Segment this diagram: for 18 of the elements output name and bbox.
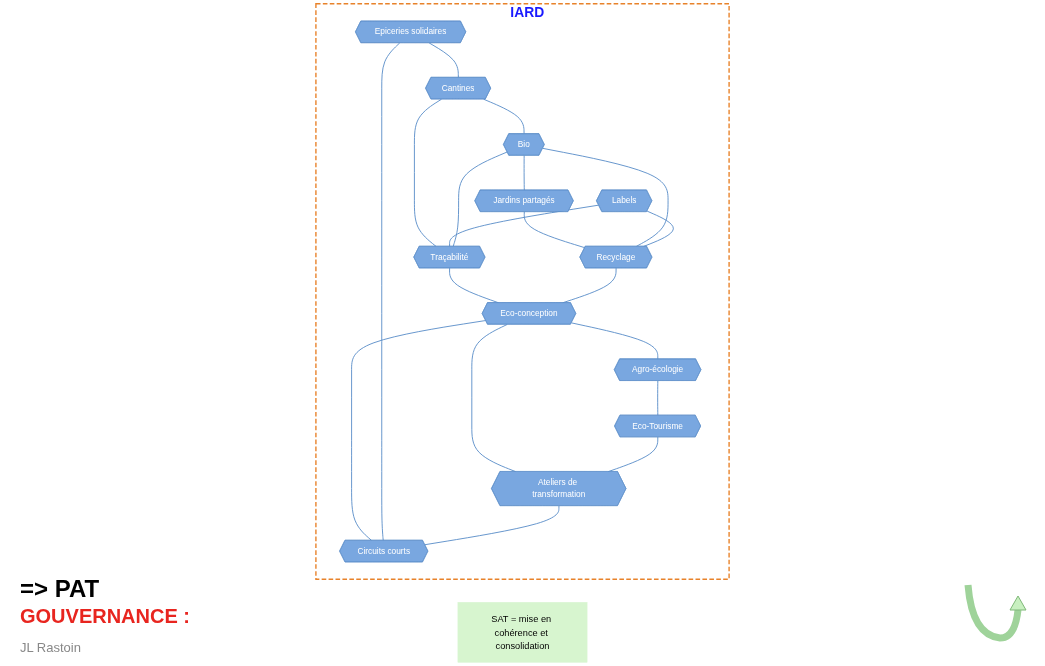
- connector: [571, 322, 659, 360]
- connector: [643, 210, 674, 247]
- connector: [381, 42, 401, 541]
- connector: [428, 42, 459, 78]
- connector: [483, 98, 525, 135]
- note-text: GOUVERNANCE :: [20, 605, 190, 628]
- node-box: SAT = mise en cohérence et consolidation: [457, 602, 588, 663]
- connector: [452, 151, 508, 247]
- note-text: => PAT: [20, 575, 100, 603]
- note-text: JL Rastoin: [20, 640, 81, 655]
- connector: [657, 380, 659, 416]
- connector: [542, 147, 669, 247]
- connector: [351, 320, 487, 541]
- connector: [449, 204, 600, 247]
- connector: [413, 98, 442, 247]
- connector: [523, 211, 586, 249]
- connector: [424, 505, 560, 546]
- connector: [523, 155, 525, 191]
